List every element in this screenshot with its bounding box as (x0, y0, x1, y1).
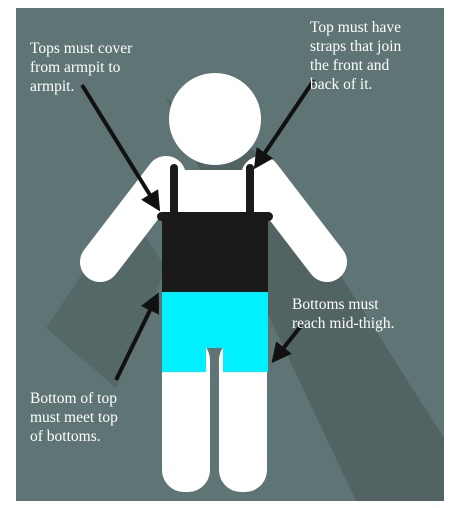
arrow-tops-cover (82, 85, 158, 208)
note-tops-cover: Tops must cover from armpit to armpit. (30, 39, 190, 96)
figure-left-arm (100, 176, 166, 262)
note-straps: Top must have straps that join the front… (310, 18, 440, 94)
swim-top-right-strap (246, 164, 254, 216)
note-top-meets-bottoms: Bottom of top must meet top of bottoms. (30, 389, 180, 446)
swim-top (162, 215, 268, 292)
diagram-panel: Tops must cover from armpit to armpit. T… (16, 8, 444, 501)
swim-top-left-strap (170, 164, 178, 216)
arrow-straps (256, 80, 314, 166)
note-bottoms-length: Bottoms must reach mid-thigh. (292, 295, 432, 333)
swim-bottoms (162, 292, 268, 372)
